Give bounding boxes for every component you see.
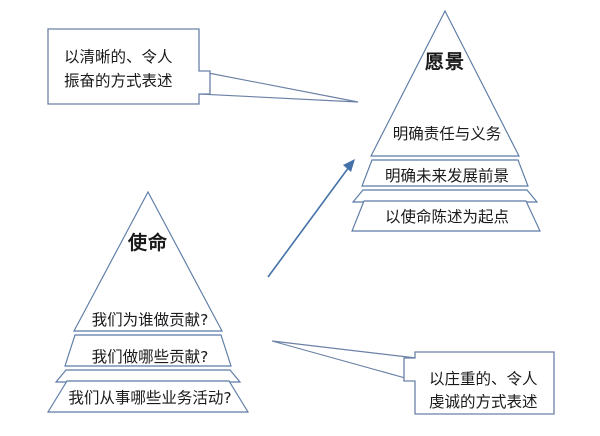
vision-pyramid-row-2: 以使命陈述为起点: [385, 208, 509, 226]
vision-callout[interactable]: 以清晰的、令人 振奋的方式表述: [47, 28, 359, 105]
vision-pyramid-slab-1[interactable]: [361, 159, 529, 187]
vision-pyramid[interactable]: 愿景 明确责任与义务 明确未来发展前景 以使命陈述为起点: [351, 9, 541, 232]
arrow-shaft: [267, 166, 350, 278]
arrow-head-icon: [343, 159, 355, 172]
mission-to-vision-arrow: [267, 159, 355, 278]
mission-callout-line-0: 以庄重的、令人: [429, 370, 538, 388]
mission-pyramid-slab-2[interactable]: [54, 369, 242, 383]
vision-pyramid-row-0: 明确责任与义务: [393, 125, 502, 143]
vision-callout-line-1: 振奋的方式表述: [64, 72, 173, 90]
mission-pyramid-title: 使命: [127, 231, 168, 254]
mission-pyramid-slab-3[interactable]: [46, 380, 250, 413]
mission-pyramid[interactable]: 使命 我们为谁做贡献? 我们做哪些贡献? 我们从事哪些业务活动?: [46, 190, 250, 413]
vision-callout-box[interactable]: [47, 28, 211, 105]
vision-pyramid-title: 愿景: [425, 51, 465, 73]
mission-callout-tail: [271, 340, 417, 382]
mission-pyramid-apex-slab[interactable]: [73, 190, 223, 332]
vision-pyramid-row-1: 明确未来发展前景: [385, 167, 509, 185]
mission-pyramid-row-1: 我们做哪些贡献?: [92, 348, 209, 366]
vision-pyramid-apex-slab[interactable]: [370, 9, 520, 157]
mission-callout-box[interactable]: [403, 351, 555, 415]
vision-pyramid-slab-3[interactable]: [351, 200, 541, 232]
vision-pyramid-slab-2[interactable]: [351, 189, 539, 203]
vision-callout-line-0: 以清晰的、令人: [64, 48, 173, 66]
mission-callout-line-1: 虔诚的方式表述: [429, 393, 538, 411]
mission-pyramid-row-0: 我们为谁做贡献?: [92, 311, 209, 329]
vision-callout-tail: [197, 70, 359, 103]
mission-callout[interactable]: 以庄重的、令人 虔诚的方式表述: [271, 340, 555, 415]
mission-pyramid-slab-1[interactable]: [64, 334, 232, 367]
mission-pyramid-row-2: 我们从事哪些业务活动?: [68, 389, 231, 407]
